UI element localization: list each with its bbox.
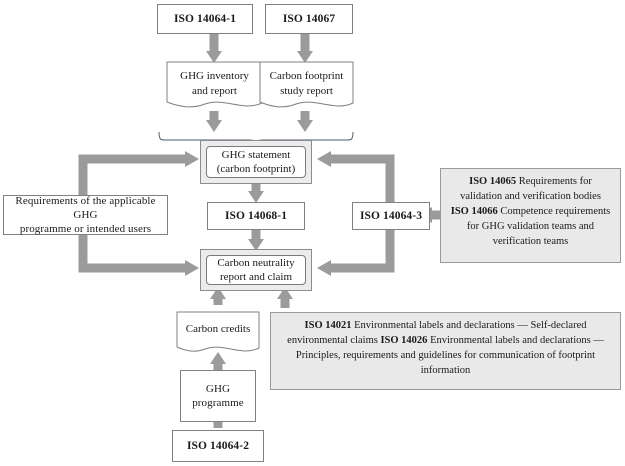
node-requirements-applicable-ghg-programme[interactable]: Requirements of the applicable GHG progr… [3, 195, 168, 235]
panel-validation-body-0: Requirements for validation and verifica… [460, 176, 601, 202]
node-iso-14064-2-label: ISO 14064-2 [186, 440, 250, 452]
panel-labels-body-0: Environmental labels and declarations — … [287, 320, 587, 346]
doc-shape-ghg-inventory [166, 61, 263, 108]
panel-validation-text: ISO 14065 Requirements for validation an… [450, 175, 611, 250]
node-carbon-neutrality-report-claim[interactable]: Carbon neutrality report and claim [200, 249, 312, 291]
panel-validation-entry-0: ISO 14065 Requirements for validation an… [460, 176, 601, 202]
panel-validation-code-0: ISO 14065 [469, 176, 517, 187]
arrow-footprint-study-to-brace [297, 111, 313, 132]
panel-validation-code-1: ISO 14066 [450, 205, 498, 217]
node-iso-14067-label: ISO 14067 [282, 13, 336, 25]
node-ghg-programme[interactable]: GHG programme [180, 370, 256, 422]
arrow-14068-1-to-carbon-neutrality [248, 229, 264, 251]
carbon-footprint-line-1: Carbon footprint [269, 70, 344, 83]
arrow-14064-3-to-ghg-statement [317, 151, 395, 208]
panel-validation-verification[interactable]: ISO 14065 Requirements for validation an… [440, 168, 621, 263]
arrow-14064-3-to-carbon-neutrality [317, 222, 395, 276]
node-iso-14064-1-label: ISO 14064-1 [173, 13, 237, 25]
node-carbon-footprint-text: Carbon footprint study report [270, 69, 344, 97]
arrow-ghg-programme-to-carbon-credits [210, 352, 226, 370]
node-carbon-credits[interactable]: Carbon credits [177, 312, 259, 352]
panel-labels-code-1: ISO 14026 [380, 334, 428, 346]
doc-shape-carbon-footprint-study [259, 61, 354, 108]
node-carbon-neutrality-text: Carbon neutrality report and claim [217, 256, 294, 285]
node-carbon-credits-label: Carbon credits [185, 323, 251, 336]
node-ghg-programme-text: GHG programme [192, 382, 244, 410]
arrow-labels-panel-to-carbon-neutrality [277, 287, 293, 308]
node-carbon-footprint-study-report[interactable]: Carbon footprint study report [260, 62, 353, 110]
panel-labels-code-0: ISO 14021 [304, 320, 352, 331]
arrow-requirements-to-carbon-neutrality [78, 222, 199, 276]
arrow-14067-to-footprint-study [297, 34, 313, 63]
node-ghg-statement[interactable]: GHG statement (carbon footprint) [200, 140, 312, 184]
node-iso-14068-1[interactable]: ISO 14068-1 [207, 202, 305, 230]
doc-shape-carbon-credits [176, 311, 260, 352]
ghg-inventory-line-2: and report [192, 84, 237, 97]
panel-labels-entry-1: ISO 14026 Environmental labels and decla… [296, 335, 604, 376]
node-iso-14064-3[interactable]: ISO 14064-3 [352, 202, 430, 230]
node-iso-14068-1-label: ISO 14068-1 [224, 210, 288, 222]
node-iso-14064-1[interactable]: ISO 14064-1 [157, 4, 253, 34]
node-iso-14064-3-label: ISO 14064-3 [359, 210, 423, 222]
panel-labels-body-1: Environmental labels and declarations — … [295, 334, 604, 376]
arrow-inventory-to-brace [206, 111, 222, 132]
panel-validation-entry-1: ISO 14066 Competence requirements for GH… [451, 206, 611, 247]
node-iso-14064-2[interactable]: ISO 14064-2 [172, 430, 264, 462]
ghg-programme-line-1: GHG [205, 382, 231, 395]
arrow-ghg-statement-to-14068-1 [248, 183, 264, 203]
carbon-footprint-line-2: study report [280, 84, 333, 97]
carbon-neutrality-inner: Carbon neutrality report and claim [206, 255, 306, 285]
node-iso-14067[interactable]: ISO 14067 [265, 4, 353, 34]
panel-environmental-labels[interactable]: ISO 14021 Environmental labels and decla… [270, 312, 621, 390]
node-ghg-inventory-report[interactable]: GHG inventory and report [167, 62, 262, 110]
ghg-programme-line-2: programme [192, 397, 244, 409]
ghg-statement-line-2: (carbon footprint) [216, 163, 296, 175]
panel-validation-body-1: Competence requirements for GHG validati… [466, 205, 611, 247]
arrow-carbon-credits-to-carbon-neutrality [210, 287, 226, 305]
panel-labels-text: ISO 14021 Environmental labels and decla… [280, 319, 611, 379]
arrow-14064-1-to-inventory [206, 34, 222, 63]
carbon-neutrality-line-1: Carbon neutrality [217, 256, 295, 269]
ghg-statement-line-1: GHG statement [221, 148, 291, 161]
carbon-neutrality-line-2: report and claim [219, 271, 293, 283]
node-requirements-text: Requirements of the applicable GHG progr… [4, 194, 167, 236]
ghg-statement-inner: GHG statement (carbon footprint) [206, 146, 306, 178]
requirements-line-2: programme or intended users [19, 223, 152, 236]
panel-labels-entry-0: ISO 14021 Environmental labels and decla… [287, 320, 586, 346]
node-ghg-inventory-text: GHG inventory and report [180, 69, 249, 97]
ghg-inventory-line-1: GHG inventory [180, 70, 249, 83]
arrow-requirements-to-ghg-statement [78, 151, 199, 208]
requirements-line-1: Requirements of the applicable GHG [15, 194, 156, 221]
node-ghg-statement-text: GHG statement (carbon footprint) [217, 148, 296, 177]
